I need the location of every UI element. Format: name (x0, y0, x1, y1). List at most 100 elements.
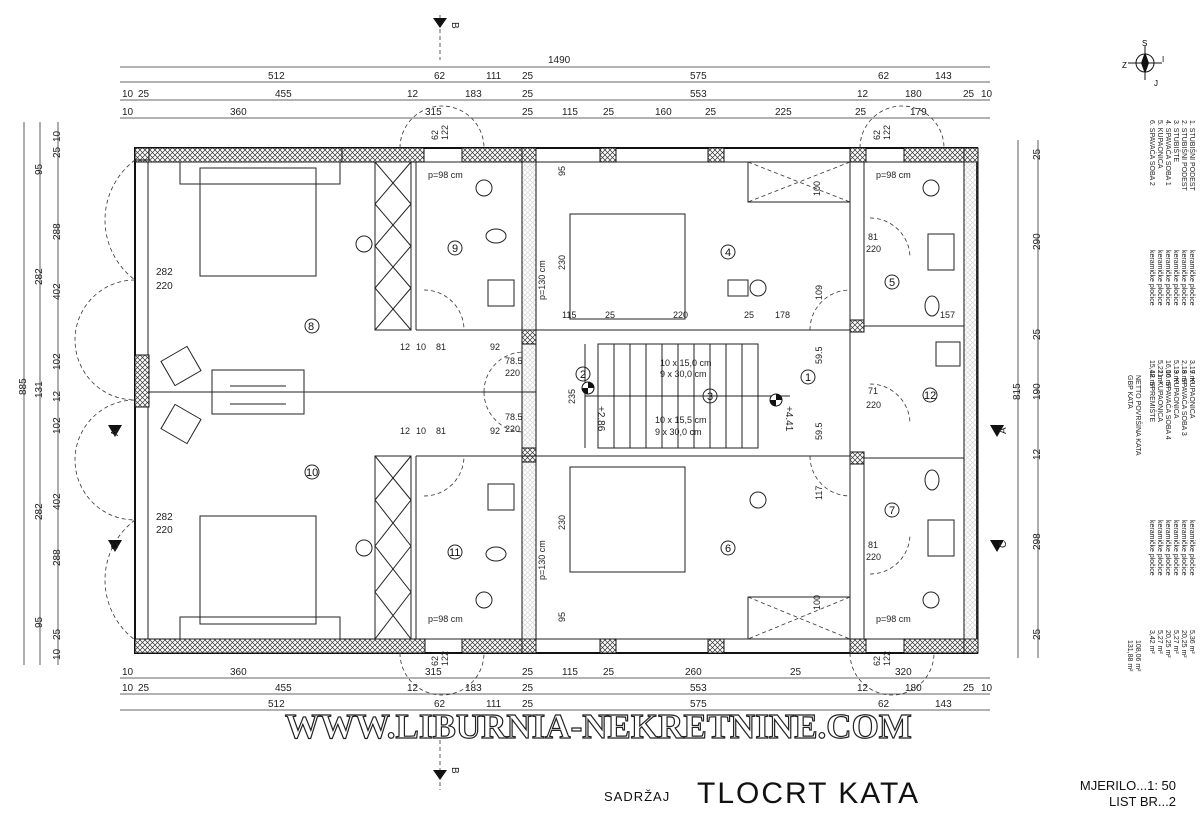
svg-text:81: 81 (868, 540, 878, 550)
svg-text:282: 282 (156, 267, 173, 278)
bottom-dimensions: 10 360 315 25 115 25 260 25 320 10 25 45… (120, 667, 993, 711)
legend-room-floor: keramičke pločice (1148, 520, 1155, 576)
svg-text:122: 122 (882, 125, 892, 140)
legend-room-area: 5,27 m² (1172, 630, 1179, 654)
dim-top-2: 62 (434, 71, 446, 82)
svg-text:81: 81 (436, 342, 446, 352)
svg-text:78.5: 78.5 (505, 356, 523, 366)
svg-text:10: 10 (52, 130, 63, 142)
svg-text:59.5: 59.5 (814, 422, 824, 440)
compass-east-label: I (1162, 55, 1164, 64)
stair-flight-2-treads: 9 x 30,0 cm (655, 427, 702, 437)
legend-room-floor: keramičke pločice (1148, 250, 1155, 306)
dim-top2-8: 12 (857, 89, 869, 100)
svg-text:25: 25 (1032, 628, 1043, 640)
dim-top2-5: 183 (465, 89, 482, 100)
svg-text:220: 220 (156, 525, 173, 536)
svg-text:+2.86: +2.86 (595, 406, 606, 432)
svg-text:131: 131 (34, 381, 45, 398)
dim-top-7: 143 (935, 71, 952, 82)
svg-text:288: 288 (52, 549, 63, 566)
svg-text:25: 25 (963, 683, 975, 694)
dim-top3-5: 115 (562, 107, 578, 118)
compass-north-label: S (1142, 39, 1147, 48)
legend-room-floor: keramičke pločice (1156, 250, 1163, 306)
title-block-label: SADRŽAJ (604, 789, 671, 804)
legend-gbp-label: GBP KATA (1126, 375, 1133, 409)
room-number-8: 8 (308, 321, 314, 333)
svg-text:455: 455 (275, 683, 292, 694)
legend-room-name: 10. SPAVAĆA SOBA 4 (1164, 370, 1173, 440)
wall-columns (134, 147, 979, 654)
svg-text:25: 25 (138, 683, 150, 694)
legend-room-area: 5,36 m² (1188, 630, 1195, 654)
svg-text:92: 92 (490, 426, 500, 436)
svg-text:62: 62 (878, 699, 890, 710)
svg-text:220: 220 (866, 400, 881, 410)
legend-room-area: 20,25 m² (1164, 630, 1171, 658)
dim-top3-6: 25 (603, 107, 615, 118)
svg-text:25: 25 (522, 699, 534, 710)
legend-room-area: 3,42 m² (1148, 630, 1155, 654)
legend-room-area: 5,27 m² (1156, 630, 1163, 654)
svg-text:62: 62 (872, 656, 882, 666)
dim-top2-6: 25 (522, 89, 534, 100)
legend-room-floor: keramičke pločice (1164, 520, 1171, 576)
svg-text:25: 25 (52, 146, 63, 158)
room-number-9: 9 (452, 243, 458, 255)
legend-room-area: 2,19 m² (1180, 360, 1187, 384)
scale-and-sheet: MJERILO...1: 50 LIST BR...2 (1080, 778, 1176, 810)
compass-icon: S I J Z (1120, 38, 1170, 88)
room-number-7: 7 (889, 505, 895, 517)
svg-text:553: 553 (690, 683, 707, 694)
legend-room-area: 3,19 m² (1188, 360, 1195, 384)
svg-text:10: 10 (122, 667, 134, 678)
svg-text:25: 25 (790, 667, 802, 678)
svg-text:95: 95 (557, 612, 567, 622)
svg-text:81: 81 (868, 232, 878, 242)
dim-top3-9: 225 (775, 107, 792, 118)
svg-text:10: 10 (981, 683, 993, 694)
section-marker-b-top: B (433, 15, 460, 60)
sheet-number: LIST BR...2 (1109, 794, 1176, 809)
svg-text:C: C (110, 543, 121, 550)
svg-text:102: 102 (52, 353, 63, 370)
svg-text:62: 62 (430, 656, 440, 666)
compass-west-label: Z (1122, 61, 1127, 70)
stair-flight-2-risers: 10 x 15,5 cm (655, 415, 707, 425)
svg-text:10: 10 (52, 648, 63, 660)
legend-room-name: 1. STUBIŠNI PODEST (1188, 120, 1197, 192)
dim-top-3: 111 (486, 71, 502, 82)
dim-top3-7: 160 (655, 107, 672, 118)
svg-text:143: 143 (935, 699, 952, 710)
top-dimensions: 1490 512 62 111 25 575 62 143 10 25 455 … (120, 55, 993, 119)
room-number-3: 3 (707, 391, 713, 403)
building-outline (134, 147, 978, 654)
svg-text:282: 282 (34, 503, 45, 520)
scale-text: MJERILO...1: 50 (1079, 778, 1176, 793)
legend-room-floor: keramičke pločice (1156, 520, 1163, 576)
svg-text:25: 25 (522, 683, 534, 694)
svg-text:25: 25 (522, 667, 534, 678)
svg-text:402: 402 (52, 283, 63, 300)
svg-text:230: 230 (557, 255, 567, 270)
watermark: WWW.LIBURNIA-NEKRETNINE.COM (284, 706, 912, 746)
legend-room-floor: keramičke pločice (1180, 520, 1187, 576)
legend-room-name: 11. KUPAONICA (1156, 370, 1163, 422)
dim-top2-3: 455 (275, 89, 292, 100)
svg-text:p=98 cm: p=98 cm (876, 614, 911, 624)
legend-room-area: 15,48 m² (1148, 360, 1155, 388)
svg-text:p=98 cm: p=98 cm (428, 170, 463, 180)
svg-text:157: 157 (940, 310, 955, 320)
legend-room-area: 20,25 m² (1180, 630, 1187, 658)
svg-text:p=130 cm: p=130 cm (537, 260, 547, 300)
dim-top3-10: 25 (855, 107, 867, 118)
stair-flight-1-risers: 10 x 15,0 cm (660, 358, 712, 368)
room-number-12: 12 (924, 390, 936, 402)
legend-netto-value: 108,06 m² (1134, 640, 1141, 672)
svg-text:220: 220 (866, 244, 881, 254)
svg-text:260: 260 (685, 667, 702, 678)
svg-text:78.5: 78.5 (505, 412, 523, 422)
room-legend: 1. STUBIŠNI PODEST keramičke pločice 3,19 … (1126, 120, 1197, 672)
svg-text:220: 220 (866, 552, 881, 562)
